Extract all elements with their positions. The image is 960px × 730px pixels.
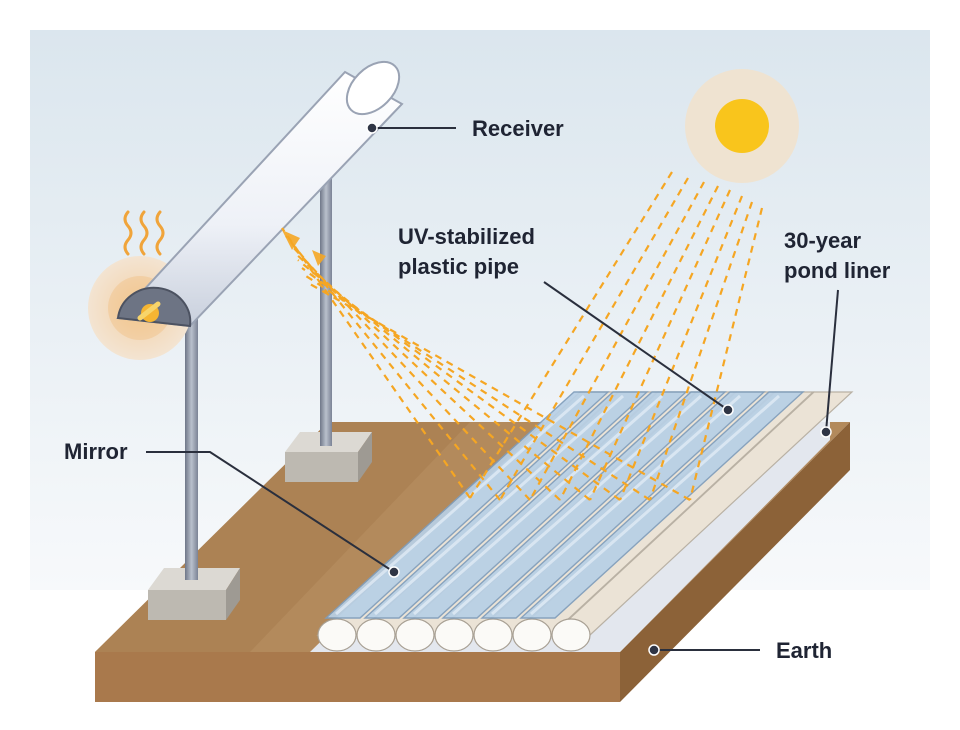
incoming-ray bbox=[529, 181, 705, 501]
mirror-strips bbox=[324, 391, 805, 619]
reflected-ray bbox=[285, 235, 501, 501]
pond-liner-label-line2: pond liner bbox=[784, 258, 891, 283]
callout-receiver: Receiver bbox=[366, 116, 564, 141]
uv-pipe-label-line1: UV-stabilized bbox=[398, 224, 535, 249]
incoming-ray bbox=[588, 189, 732, 501]
mirror-strip bbox=[519, 391, 805, 619]
incoming-ray bbox=[648, 201, 754, 501]
mirror-label: Mirror bbox=[64, 439, 128, 464]
sun-icon bbox=[685, 69, 799, 183]
incoming-ray bbox=[499, 177, 689, 501]
earth-front bbox=[95, 652, 620, 702]
reflected-ray bbox=[309, 283, 691, 501]
receiver-label: Receiver bbox=[472, 116, 564, 141]
earth-label: Earth bbox=[776, 638, 832, 663]
ray-focus bbox=[282, 230, 300, 250]
pipe bbox=[550, 391, 854, 652]
ray-focus bbox=[312, 250, 326, 266]
receiver-tube bbox=[115, 60, 404, 328]
pond-liner-label-line1: 30-year bbox=[784, 228, 862, 253]
reflected-ray bbox=[305, 275, 651, 501]
heat-waves-icon bbox=[123, 210, 165, 256]
mirror-strip bbox=[441, 391, 727, 619]
callout-pond-liner: 30-year pond liner bbox=[784, 228, 891, 438]
callout-mirror: Mirror bbox=[64, 439, 400, 578]
pole-back bbox=[320, 160, 332, 446]
pole-front bbox=[185, 300, 198, 580]
incoming-ray bbox=[688, 207, 764, 501]
callout-uv-pipe: UV-stabilized plastic pipe bbox=[398, 224, 734, 416]
mirror-strip bbox=[480, 391, 766, 619]
incoming-ray bbox=[559, 185, 719, 501]
callout-earth: Earth bbox=[648, 638, 832, 663]
earth-right bbox=[620, 422, 850, 702]
uv-pipe-label-line2: plastic pipe bbox=[398, 254, 519, 279]
mirror-strip bbox=[324, 391, 610, 619]
incoming-ray bbox=[618, 195, 744, 501]
mirror-strip bbox=[363, 391, 649, 619]
sun-rays bbox=[281, 171, 764, 501]
